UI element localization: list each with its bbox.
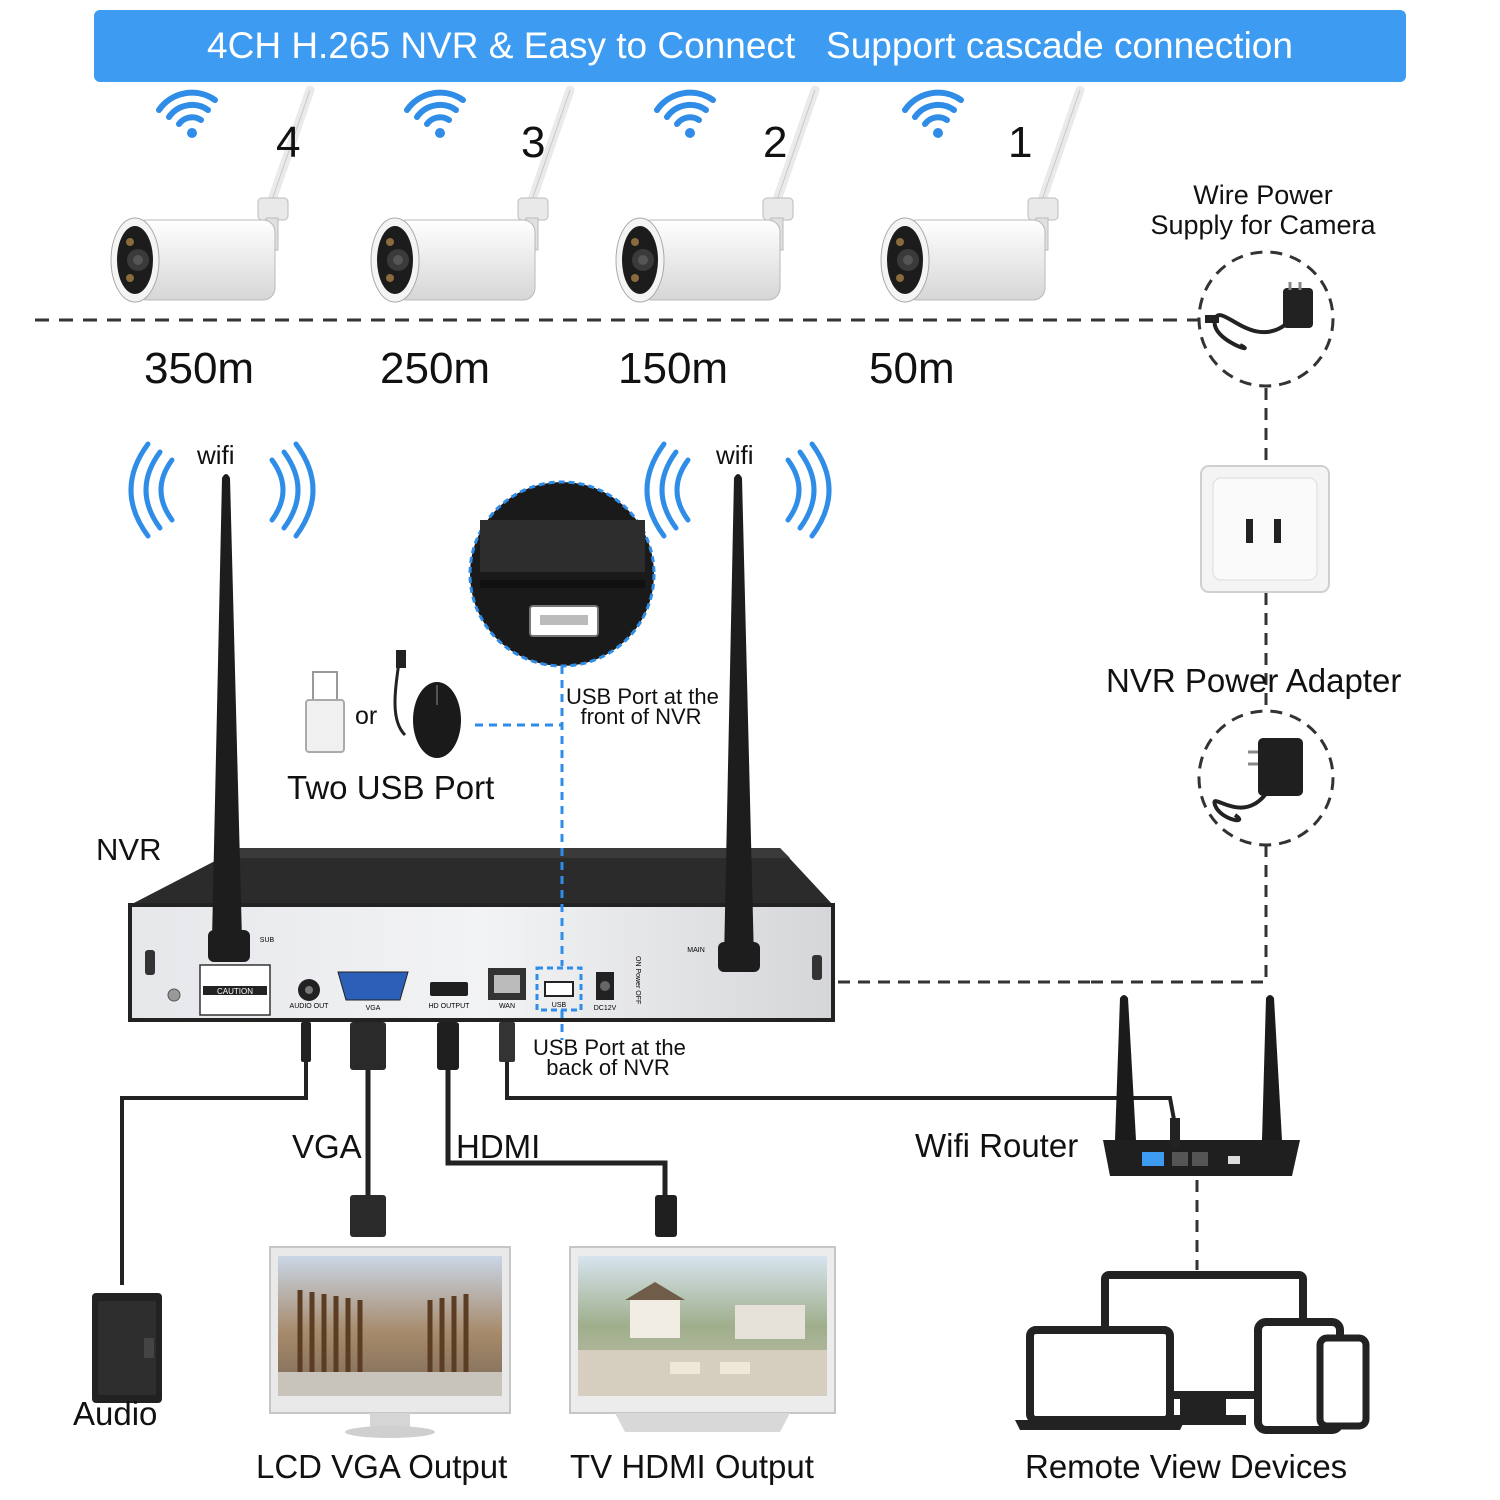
- nvr-device: CAUTION AUDIO OUT VGA HD OUTPUT WAN USB …: [128, 441, 835, 1022]
- audio-cable: [120, 1022, 311, 1285]
- tv-caption: TV HDMI Output: [570, 1448, 814, 1485]
- nvr-adapter-icon: [1258, 738, 1303, 796]
- tv-icon: [569, 1246, 836, 1432]
- camera-3-number: 3: [521, 118, 546, 167]
- remote-caption: Remote View Devices: [1025, 1448, 1348, 1485]
- usb-port-label: USB: [552, 1002, 567, 1009]
- camera-4-wifi-icon: [159, 93, 215, 138]
- camera-power-line1: Wire Power: [1193, 180, 1333, 210]
- vga-port: [337, 971, 409, 1001]
- right-antenna-icon: [724, 474, 754, 960]
- hdmi-plug-icon: [655, 1195, 677, 1237]
- lcd-caption: LCD VGA Output: [256, 1448, 508, 1485]
- camera-2-number: 2: [763, 118, 788, 167]
- usb-back-port: [544, 981, 574, 997]
- nvr-adapter-caption: NVR Power Adapter: [1106, 662, 1402, 699]
- usb-front-line1: USB Port at the: [566, 684, 719, 709]
- vga-cable: [350, 1022, 386, 1237]
- remote-devices-icon: [1015, 1271, 1370, 1434]
- nvr-label: NVR: [96, 832, 162, 867]
- hdmi-cable-label: HDMI: [456, 1128, 541, 1165]
- vga-port-label: VGA: [366, 1005, 381, 1012]
- router-label: Wifi Router: [915, 1127, 1079, 1164]
- power-adapter-icon: [1283, 288, 1313, 328]
- header-banner: 4CH H.265 NVR & Easy to Connect Support …: [94, 10, 1406, 82]
- caution-label: CAUTION: [217, 987, 253, 996]
- camera-2-wifi-icon: [657, 93, 713, 138]
- camera-power-supply: [1197, 250, 1335, 388]
- camera-1-wifi-icon: [905, 93, 961, 138]
- audio-caption: Audio: [73, 1395, 158, 1432]
- usb-front-caption: USB Port at the front of NVR: [566, 684, 719, 729]
- lan-cable: [499, 1022, 1177, 1126]
- hdmi-port: [430, 982, 468, 996]
- sub-label: SUB: [260, 937, 275, 944]
- speaker-icon: [92, 1293, 162, 1403]
- camera-1-distance: 50m: [869, 344, 955, 393]
- wall-socket-icon: [1200, 465, 1330, 593]
- right-antenna-label: wifi: [716, 440, 754, 470]
- wan-port-label: WAN: [499, 1003, 515, 1010]
- nvr-power-line: [1090, 845, 1268, 984]
- power-switch-label: ON Power OFF: [634, 956, 641, 1004]
- camera-4-distance: 350m: [144, 344, 255, 393]
- camera-row: [111, 90, 1080, 302]
- usb-front-zoom: [468, 480, 656, 668]
- usb-front-line2: front of NVR: [580, 704, 702, 729]
- right-antenna-wifi-icon: [644, 441, 832, 539]
- nvr-power-adapter: [1197, 709, 1335, 847]
- usb-back-line2: back of NVR: [546, 1055, 670, 1080]
- camera-4-number: 4: [276, 118, 301, 167]
- usb-flash-drive-icon: [305, 671, 345, 753]
- camera-1-icon: [881, 90, 1080, 302]
- dc-port-label: DC12V: [594, 1005, 617, 1012]
- camera-1-number: 1: [1008, 118, 1033, 167]
- usb-back-highlight: [535, 966, 583, 1012]
- vga-cable-label: VGA: [292, 1128, 362, 1165]
- main-label: MAIN: [687, 947, 705, 954]
- usb-back-caption: USB Port at the back of NVR: [533, 1035, 686, 1080]
- lcd-monitor-icon: [269, 1246, 511, 1438]
- usb-devices-caption: Two USB Port: [287, 769, 495, 806]
- camera-power-caption: Wire Power Supply for Camera: [1138, 180, 1388, 240]
- vga-plug-icon: [350, 1195, 386, 1237]
- wifi-router-icon: [1103, 995, 1300, 1176]
- camera-3-distance: 250m: [380, 344, 491, 393]
- left-antenna-label: wifi: [197, 440, 235, 470]
- usb-back-line1: USB Port at the: [533, 1035, 686, 1060]
- hdmi-cable: [437, 1022, 677, 1237]
- mouse-icon: [393, 650, 461, 758]
- hdmi-port-label: HD OUTPUT: [429, 1003, 471, 1010]
- camera-2-distance: 150m: [618, 344, 729, 393]
- camera-power-line2: Supply for Camera: [1150, 210, 1376, 240]
- usb-or-label: or: [355, 702, 378, 730]
- camera-3-wifi-icon: [407, 93, 463, 138]
- left-antenna-icon: [212, 474, 242, 940]
- left-antenna-wifi-icon: [128, 441, 316, 539]
- audio-out-label: AUDIO OUT: [290, 1003, 330, 1010]
